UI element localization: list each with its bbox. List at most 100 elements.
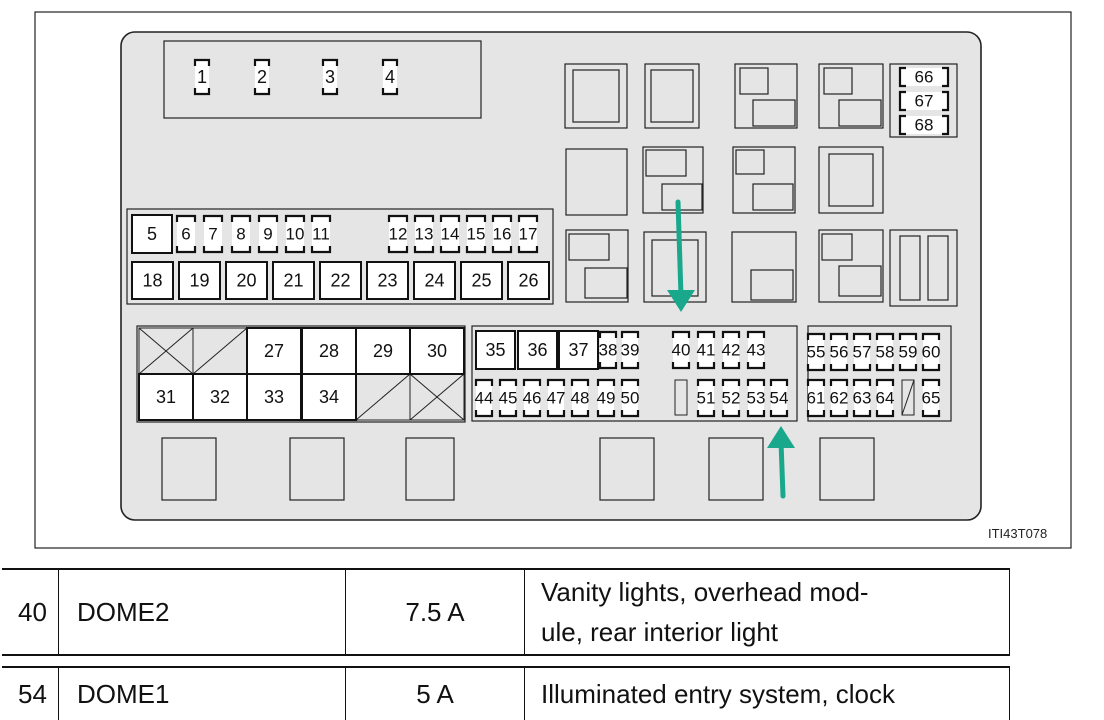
fuse-label-46: 46 [523,389,542,408]
fuse-circuit-line2: ule, rear interior light [541,617,778,647]
fuse-label-12: 12 [389,225,408,244]
fuse-label-4: 4 [385,67,395,87]
mini-fuse-62 [831,380,847,416]
fuse-label-62: 62 [830,389,849,408]
fuse-slot-22 [319,261,362,300]
fuse-label-18: 18 [142,271,162,291]
fuse-slot-25 [460,261,503,300]
mini-fuse-8 [232,216,250,252]
mini-fuse-52 [723,380,739,416]
mini-fuse-42 [723,332,739,368]
fuse-label-68: 68 [915,116,934,135]
fuse-label-5: 5 [147,224,157,244]
fuse-amperage: 7.5 A [345,568,525,656]
relay-row-3 [565,229,958,307]
fuse-label-23: 23 [377,271,397,291]
fuse-label-21: 21 [283,271,303,291]
mini-fuse-66 [900,68,948,86]
mini-fuse-10 [286,216,304,252]
fuse-slot-37 [558,330,599,370]
fuse-slot-20 [225,261,268,300]
fuse-slot-35 [475,330,516,370]
fuse-slot-30 [409,327,465,375]
fuse-label-40: 40 [672,341,691,360]
fuse-label-29: 29 [373,341,393,361]
mini-fuse-11 [312,216,330,252]
fuse-label-36: 36 [527,340,547,360]
fuse-label-10: 10 [286,225,305,244]
mini-fuse-64 [877,380,893,416]
fuse-label-32: 32 [210,387,230,407]
fuse-label-55: 55 [807,343,826,362]
mini-fuse-43 [748,332,764,368]
mini-fuse-67 [900,92,948,110]
fuse-label-2: 2 [257,67,267,87]
fuse-label-50: 50 [621,389,640,408]
fuse-slot-19 [178,261,221,300]
fuse-label-33: 33 [264,387,284,407]
fuse-circuit: Vanity lights, overhead mod-ule, rear in… [524,568,1010,656]
fuse-slot-24 [413,261,456,300]
fuse-slot-33 [246,373,302,421]
fuse-label-65: 65 [922,389,941,408]
mini-fuse-49 [598,380,614,416]
mini-fuse-51 [698,380,714,416]
mini-fuse-1 [195,60,209,94]
fuse-label-34: 34 [319,387,339,407]
large-fuse-slots [131,214,599,421]
fuse-table-row-40: 40 DOME2 7.5 A Vanity lights, overhead m… [2,568,1010,656]
fuse-slot-26 [507,261,550,300]
mini-fuse-44 [476,380,492,416]
mini-fuse-9 [259,216,277,252]
fuse-label-31: 31 [156,387,176,407]
arrow-to-fuse-54 [778,439,786,499]
empty-slot-diagonal [901,379,915,416]
mini-fuse-54 [771,380,787,416]
arrow-head-up [767,426,795,448]
arrow-head-down [667,290,695,312]
fuse-label-26: 26 [518,271,538,291]
fuse-label-48: 48 [571,389,590,408]
mini-fuse-58 [877,334,893,370]
mini-fuse-17 [519,216,537,252]
fuse-label-52: 52 [722,389,741,408]
fuse-label-38: 38 [599,341,618,360]
fuse-label-30: 30 [427,341,447,361]
fuse-slot-36 [517,330,558,370]
mini-fuse-46 [524,380,540,416]
fuse-label-24: 24 [424,271,444,291]
fuse-slot-23 [366,261,409,300]
fuse-label-43: 43 [747,341,766,360]
mini-fuse-6 [177,216,195,252]
fuse-label-58: 58 [876,343,895,362]
relay-row-1 [564,63,884,129]
mini-fuse-63 [854,380,870,416]
fuse-label-67: 67 [915,92,934,111]
mini-fuse-65 [923,380,939,416]
fuse-label-35: 35 [485,340,505,360]
fuse-name: DOME2 [58,568,346,656]
fuse-label-60: 60 [922,343,941,362]
mini-fuse-15 [467,216,485,252]
image-code: ITI43T078 [988,526,1048,541]
mini-fuse-48 [572,380,588,416]
fuse-label-15: 15 [467,225,486,244]
fuse-label-56: 56 [830,343,849,362]
fuse-label-37: 37 [568,340,588,360]
fuse-label-49: 49 [597,389,616,408]
mini-fuse-68 [900,116,948,134]
fuse-block-top [163,40,482,119]
fuse-label-64: 64 [876,389,895,408]
fuse-label-8: 8 [236,225,245,244]
fuse-slot-5 [131,214,173,254]
fuse-label-19: 19 [189,271,209,291]
fuse-label-51: 51 [697,389,716,408]
mini-fuse-39 [622,332,638,368]
mini-fuse-47 [548,380,564,416]
fuse-label-20: 20 [236,271,256,291]
mini-fuse-60 [923,334,939,370]
mini-fuse-53 [748,380,764,416]
mini-fuse-7 [204,216,222,252]
fuse-label-57: 57 [853,343,872,362]
